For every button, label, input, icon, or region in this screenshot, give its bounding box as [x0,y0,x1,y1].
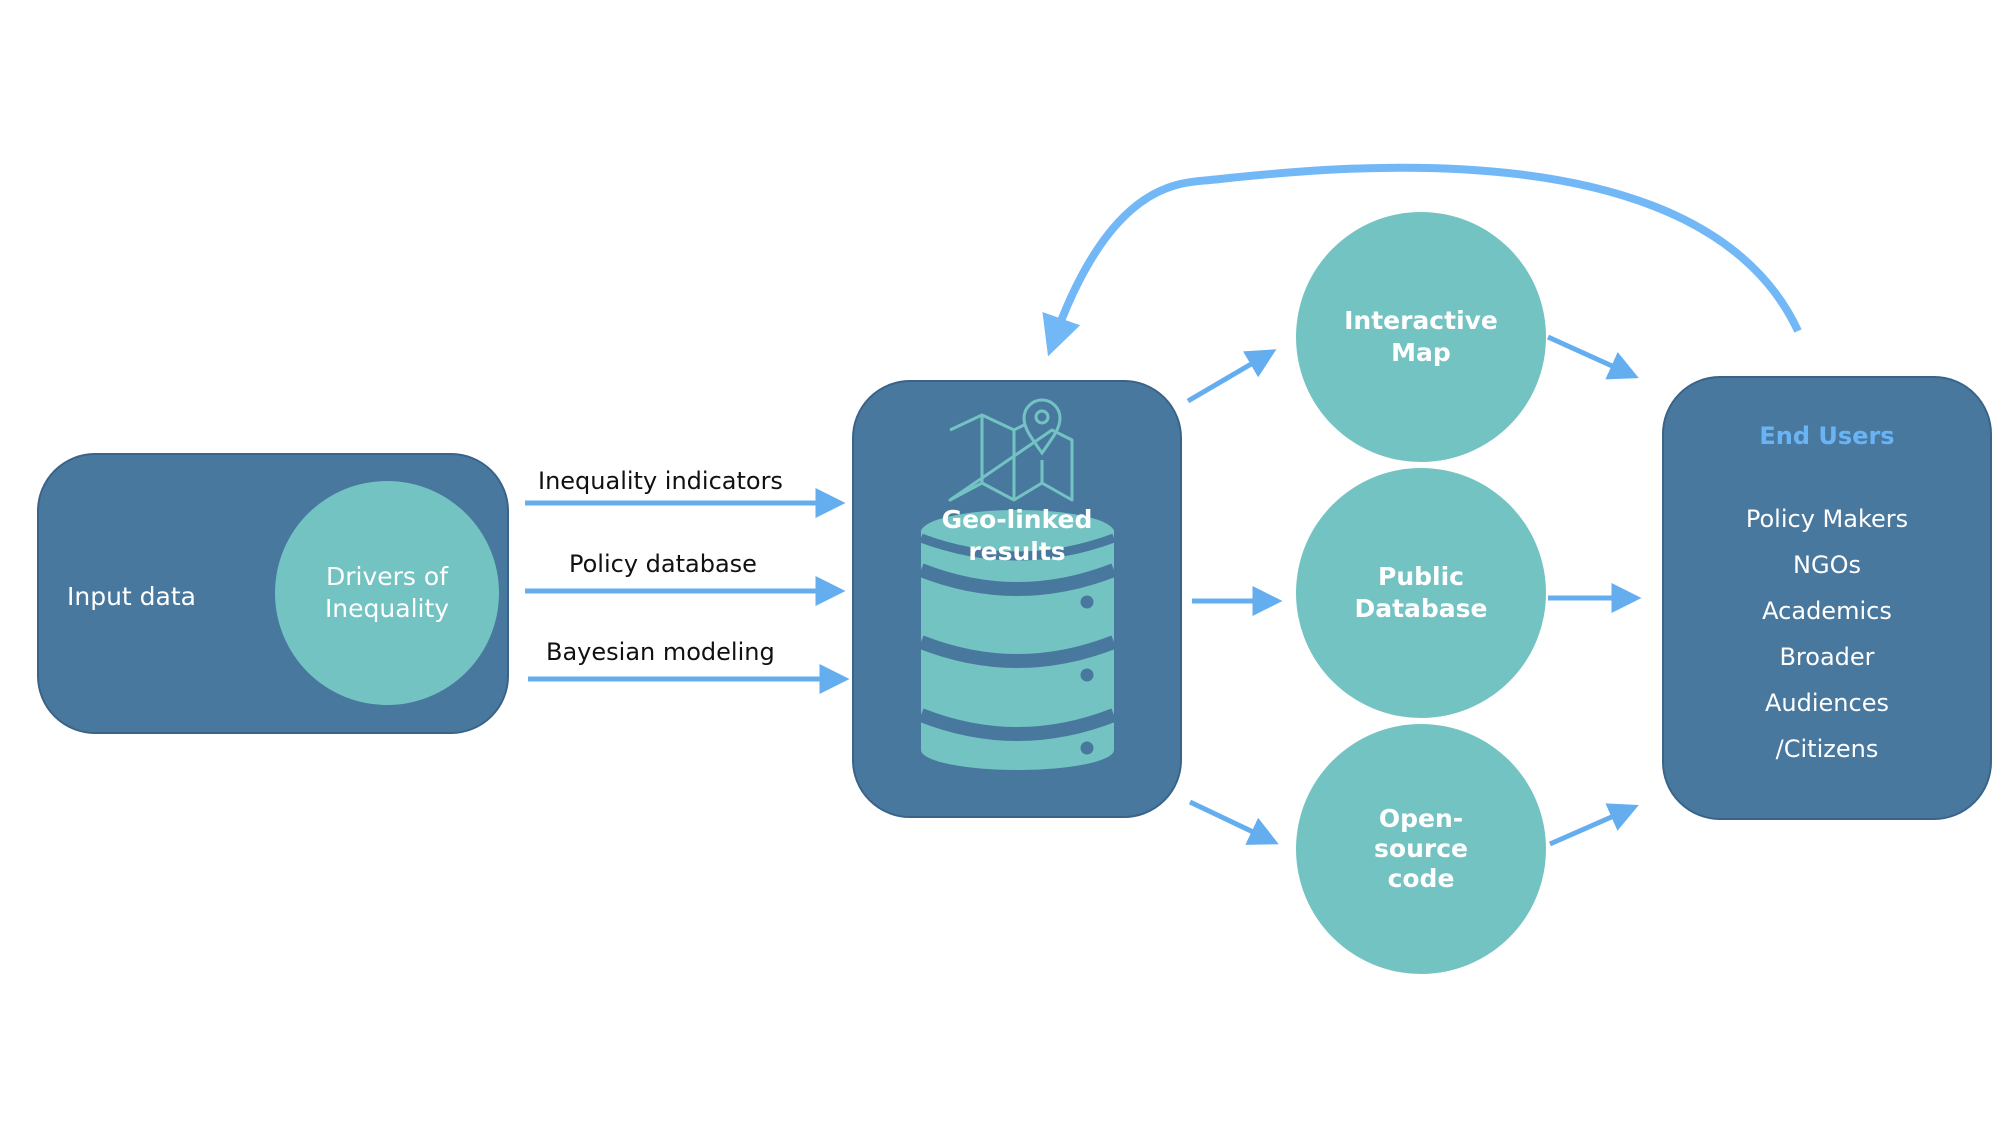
open-source-code-line1: Open- [1378,804,1464,833]
public-database-line2: Database [1354,594,1488,623]
interactive-map-line1: Interactive [1344,306,1498,335]
open-source-code-line2: source [1374,834,1468,863]
edge-label-policy-database: Policy database [569,550,757,578]
end-user-item: Policy Makers [1745,505,1909,533]
geo-linked-results-line1: Geo-linked [941,505,1093,534]
interactive-map-circle[interactable]: Interactive Map [1296,212,1546,462]
arrow-open-source-to-end-users [1548,803,1639,847]
end-user-item: Academics [1762,597,1892,625]
interactive-map-line2: Map [1391,338,1451,367]
database-icon [918,510,1117,770]
open-source-code-line3: code [1387,864,1455,893]
arrow-map-to-end-users [1546,334,1639,380]
end-users-title: End Users [1759,422,1895,450]
public-database-circle[interactable]: Public Database [1296,468,1546,718]
map-icon [948,413,1074,502]
public-database-line1: Public [1378,562,1464,591]
geo-linked-results-label: Geo-linked results [854,504,1180,568]
edge-label-inequality-indicators: Inequality indicators [538,467,783,495]
results-illustration [918,398,1117,770]
feedback-arrow-end-users-to-results [1042,163,1802,357]
end-user-item: Audiences [1765,689,1889,717]
end-user-item: Broader [1779,643,1875,671]
input-data-label: Input data [67,582,196,611]
input-box: Input data Drivers of Inequality [37,453,509,734]
geo-linked-results-line2: results [968,537,1066,566]
edge-label-bayesian-modeling: Bayesian modeling [546,638,775,666]
end-users-box[interactable]: End Users Policy Makers NGOs Academics B… [1662,376,1992,820]
arrow-results-to-map [1186,349,1277,404]
drivers-of-inequality-circle[interactable]: Drivers of Inequality [275,481,499,705]
geo-linked-results-box[interactable]: Geo-linked results [852,380,1182,818]
open-source-code-circle[interactable]: Open- source code [1296,724,1546,974]
location-pin-icon [1022,398,1062,456]
drivers-of-inequality-label: Drivers of Inequality [324,562,450,623]
end-user-item: NGOs [1793,551,1861,579]
end-user-item: /Citizens [1775,735,1879,763]
arrow-results-to-open-source [1188,799,1279,845]
